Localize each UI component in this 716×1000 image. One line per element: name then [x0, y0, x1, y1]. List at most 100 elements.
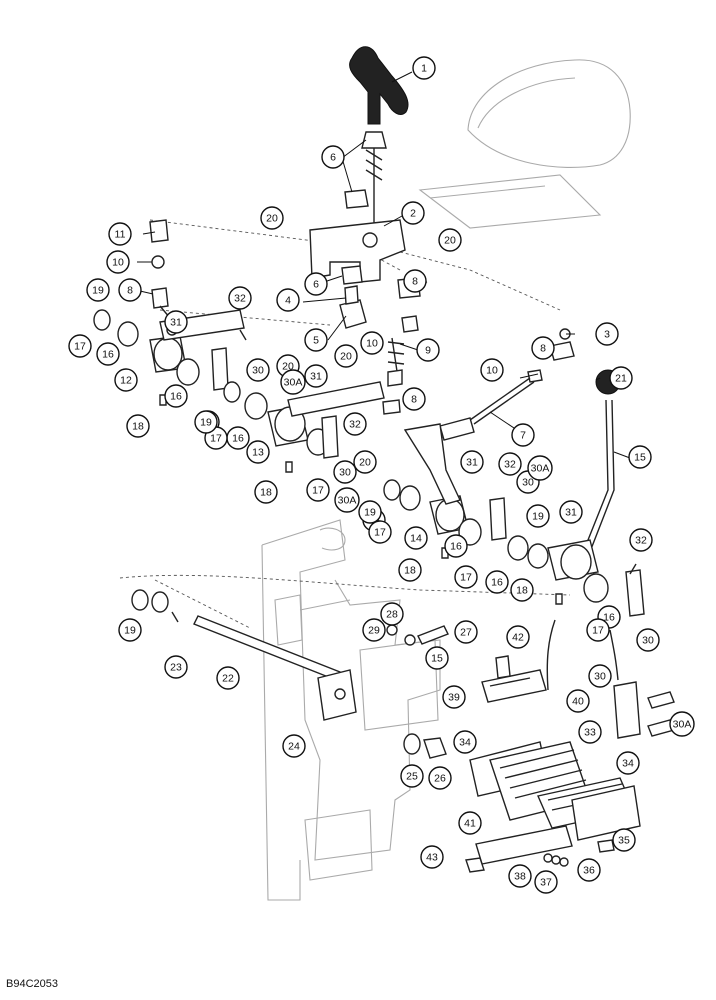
callout-label: 25	[406, 771, 418, 783]
callout-label: 17	[460, 572, 472, 584]
callout-label: 16	[450, 541, 462, 553]
callout-16: 16	[226, 426, 250, 450]
callout-circle	[534, 870, 558, 894]
callout-2: 2	[401, 201, 425, 225]
callout-circle	[416, 338, 440, 362]
callout-circle	[304, 364, 328, 388]
callout-10: 10	[360, 331, 384, 355]
callout-30A: 30A	[280, 369, 306, 395]
callout-circle	[306, 478, 330, 502]
callout-label: 20	[359, 457, 371, 469]
callout-42: 42	[506, 625, 530, 649]
callout-label: 40	[572, 696, 584, 708]
callout-label: 30A	[338, 495, 357, 507]
callout-18: 18	[510, 578, 534, 602]
callout-circle	[460, 450, 484, 474]
callout-circle	[360, 331, 384, 355]
callout-19: 19	[358, 500, 382, 524]
callout-circle	[114, 368, 138, 392]
callout-label: 32	[635, 535, 647, 547]
callout-label: 20	[282, 361, 294, 373]
callout-27: 27	[454, 620, 478, 644]
callout-6: 6	[321, 145, 345, 169]
callout-label: 30	[252, 365, 264, 377]
callout-25: 25	[400, 764, 424, 788]
callout-label: 33	[584, 727, 596, 739]
callout-label: 27	[460, 627, 472, 639]
callout-7: 7	[511, 423, 535, 447]
callout-32: 32	[629, 528, 653, 552]
callout-label: 8	[540, 343, 546, 355]
shift-lever	[309, 46, 409, 285]
callout-6: 6	[304, 272, 328, 296]
callout-circle	[280, 369, 306, 395]
callout-label: 17	[210, 433, 222, 445]
callout-31: 31	[304, 364, 328, 388]
callout-35: 35	[612, 828, 636, 852]
callout-30: 30	[246, 358, 270, 382]
callout-11: 11	[108, 222, 132, 246]
callout-label: 21	[615, 373, 627, 385]
callout-18: 18	[126, 414, 150, 438]
callout-label: 5	[313, 335, 319, 347]
callout-circle	[333, 460, 357, 484]
callout-label: 7	[520, 430, 526, 442]
callout-label: 16	[102, 349, 114, 361]
callout-label: 30A	[284, 377, 303, 389]
callout-label: 31	[310, 371, 322, 383]
callout-19: 19	[118, 618, 142, 642]
callout-label: 13	[252, 447, 264, 459]
callout-label: 16	[603, 612, 615, 624]
callout-circle	[612, 828, 636, 852]
callout-30: 30	[588, 664, 612, 688]
callout-circle	[260, 206, 284, 230]
callout-26: 26	[428, 766, 452, 790]
callout-circle	[425, 646, 449, 670]
callout-label: 34	[459, 737, 471, 749]
callout-20: 20	[353, 450, 377, 474]
callout-circle	[362, 618, 386, 642]
callout-label: 6	[313, 279, 319, 291]
callout-9: 9	[416, 338, 440, 362]
callout-circle	[164, 384, 188, 408]
callout-circle	[438, 228, 462, 252]
callout-circle	[420, 845, 444, 869]
callout-label: 3	[604, 329, 610, 341]
callout-circle	[404, 526, 428, 550]
callout-12: 12	[114, 368, 138, 392]
lower-shaft-assembly	[131, 589, 449, 759]
callout-label: 38	[514, 871, 526, 883]
callout-label: 10	[112, 257, 124, 269]
callout-label: 8	[411, 394, 417, 406]
callout-17: 17	[586, 618, 610, 642]
callout-label: 10	[366, 338, 378, 350]
callout-label: 37	[540, 877, 552, 889]
callout-circle	[216, 666, 240, 690]
callout-circle	[246, 358, 270, 382]
callout-circle	[595, 322, 619, 346]
callout-label: 19	[92, 285, 104, 297]
callout-label: 20	[340, 351, 352, 363]
callout-label: 14	[410, 533, 422, 545]
callout-label: 6	[330, 152, 336, 164]
callout-label: 9	[425, 345, 431, 357]
callout-circle	[444, 534, 468, 558]
callout-label: 30	[594, 671, 606, 683]
callout-label: 19	[200, 417, 212, 429]
callout-circle	[559, 500, 583, 524]
callout-circle	[511, 423, 535, 447]
callout-label: 15	[431, 653, 443, 665]
callout-label: 43	[426, 852, 438, 864]
callout-37: 37	[534, 870, 558, 894]
callout-label: 30	[339, 467, 351, 479]
callout-15: 15	[425, 646, 449, 670]
callout-33: 33	[578, 720, 602, 744]
callout-circle	[368, 520, 392, 544]
callout-circle	[566, 689, 590, 713]
callout-label: 41	[464, 818, 476, 830]
callout-circle	[527, 455, 553, 481]
callout-label: 32	[234, 293, 246, 305]
callout-label: 18	[260, 487, 272, 499]
callout-15: 15	[628, 445, 652, 469]
